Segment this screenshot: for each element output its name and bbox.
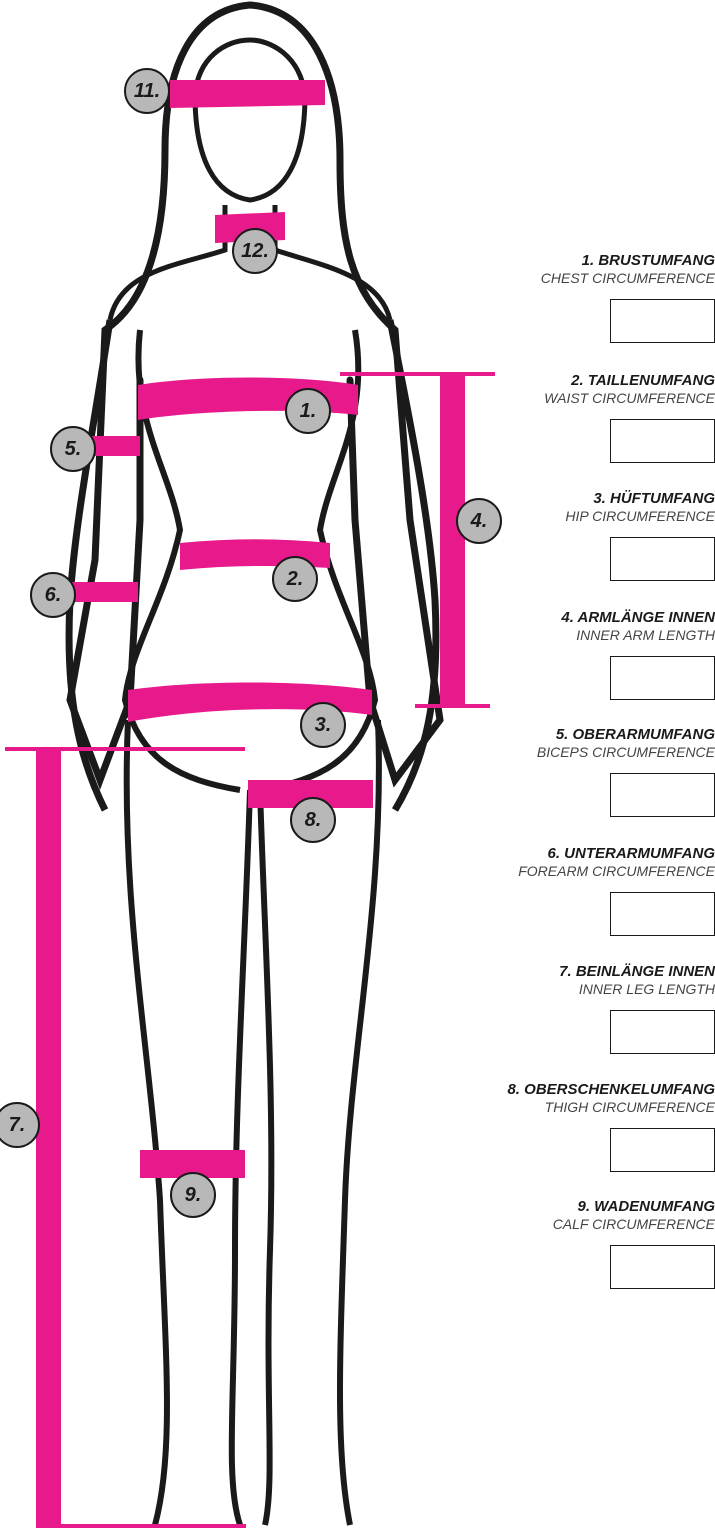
field-label-en: CHEST CIRCUMFERENCE <box>415 270 715 287</box>
field-label-de: 9. WADENUMFANG <box>415 1198 715 1216</box>
field-label-en: FOREARM CIRCUMFERENCE <box>415 863 715 880</box>
field-label-de: 6. UNTERARMUMFANG <box>415 845 715 863</box>
field-forearm: 6. UNTERARMUMFANG FOREARM CIRCUMFERENCE <box>415 845 715 941</box>
field-label-en: HIP CIRCUMFERENCE <box>415 508 715 525</box>
marker-5: 5. <box>50 426 96 472</box>
field-label-de: 8. OBERSCHENKELUMFANG <box>415 1081 715 1099</box>
marker-3: 3. <box>300 702 346 748</box>
marker-11: 11. <box>124 68 170 114</box>
face-outline <box>195 40 305 200</box>
field-label-en: INNER ARM LENGTH <box>415 627 715 644</box>
field-label-de: 5. OBERARMUMFANG <box>415 726 715 744</box>
field-label-de: 3. HÜFTUMFANG <box>415 490 715 508</box>
marker-9: 9. <box>170 1172 216 1218</box>
measurement-input[interactable] <box>610 1010 715 1054</box>
marker-1: 1. <box>285 388 331 434</box>
field-label-en: THIGH CIRCUMFERENCE <box>415 1099 715 1116</box>
field-thigh: 8. OBERSCHENKELUMFANG THIGH CIRCUMFERENC… <box>415 1081 715 1177</box>
marker-2: 2. <box>272 556 318 602</box>
field-calf: 9. WADENUMFANG CALF CIRCUMFERENCE <box>415 1198 715 1294</box>
field-label-de: 7. BEINLÄNGE INNEN <box>415 963 715 981</box>
field-biceps: 5. OBERARMUMFANG BICEPS CIRCUMFERENCE <box>415 726 715 822</box>
measurement-input[interactable] <box>610 892 715 936</box>
measurement-input[interactable] <box>610 1128 715 1172</box>
marker-12: 12. <box>232 228 278 274</box>
field-chest: 1. BRUSTUMFANG CHEST CIRCUMFERENCE <box>415 252 715 348</box>
field-label-en: INNER LEG LENGTH <box>415 981 715 998</box>
band-head <box>170 80 325 108</box>
field-label-de: 4. ARMLÄNGE INNEN <box>415 609 715 627</box>
measurement-input[interactable] <box>610 773 715 817</box>
legs-outline <box>127 720 379 1525</box>
leg-length-cap-bottom <box>36 1524 246 1528</box>
field-label-en: CALF CIRCUMFERENCE <box>415 1216 715 1233</box>
leg-length-cap-top <box>5 747 245 751</box>
field-label-en: WAIST CIRCUMFERENCE <box>415 390 715 407</box>
field-label-en: BICEPS CIRCUMFERENCE <box>415 744 715 761</box>
field-inner-leg: 7. BEINLÄNGE INNEN INNER LEG LENGTH <box>415 963 715 1059</box>
field-label-de: 2. TAILLENUMFANG <box>415 372 715 390</box>
field-inner-arm: 4. ARMLÄNGE INNEN INNER ARM LENGTH <box>415 609 715 705</box>
field-waist: 2. TAILLENUMFANG WAIST CIRCUMFERENCE <box>415 372 715 468</box>
band-forearm <box>70 582 138 602</box>
measurement-input[interactable] <box>610 1245 715 1289</box>
measurement-input[interactable] <box>610 299 715 343</box>
measurement-input[interactable] <box>610 419 715 463</box>
marker-8: 8. <box>290 797 336 843</box>
measurement-input[interactable] <box>610 656 715 700</box>
measurement-input[interactable] <box>610 537 715 581</box>
marker-6: 6. <box>30 572 76 618</box>
field-label-de: 1. BRUSTUMFANG <box>415 252 715 270</box>
leg-length-bar <box>36 750 61 1525</box>
field-hip: 3. HÜFTUMFANG HIP CIRCUMFERENCE <box>415 490 715 586</box>
